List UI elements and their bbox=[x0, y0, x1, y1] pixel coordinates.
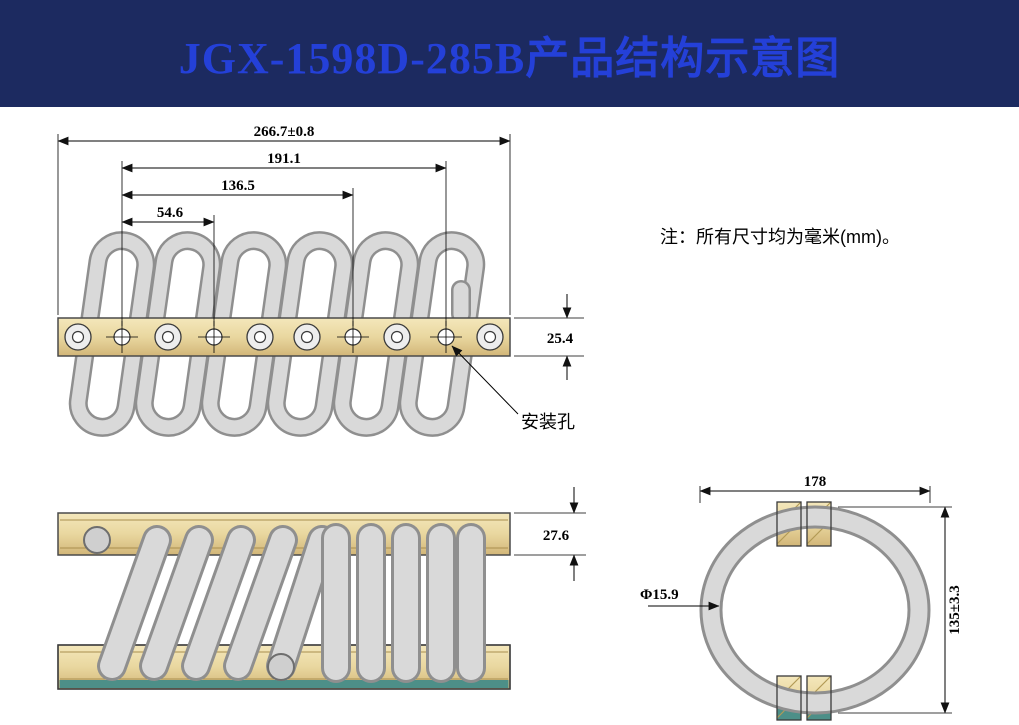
grommet-hole-large bbox=[383, 323, 411, 351]
bottom-bar-reflection bbox=[59, 680, 509, 688]
dimension-191: 191.1 bbox=[121, 151, 447, 326]
dim-label-178: 178 bbox=[804, 474, 827, 490]
units-note: 注：所有尺寸均为毫米(mm)。 bbox=[660, 227, 900, 247]
dim-label-136: 136.5 bbox=[221, 178, 255, 194]
front-view-drawing: 266.7±0.8 191.1 136.5 54.6 25.4 bbox=[57, 124, 584, 437]
mounting-hole-small bbox=[198, 321, 230, 353]
grommet-holes bbox=[64, 323, 504, 351]
grommet-hole-large bbox=[154, 323, 182, 351]
dim-label-191: 191.1 bbox=[267, 151, 301, 167]
dim-label-135: 135±3.3 bbox=[947, 585, 963, 634]
mounting-hole-small bbox=[106, 321, 138, 353]
mounting-hole-label: 安装孔 bbox=[521, 412, 575, 432]
coil-tubes bbox=[97, 523, 486, 683]
mounting-hole-callout: 安装孔 bbox=[451, 345, 575, 432]
dimension-54: 54.6 bbox=[121, 205, 215, 326]
clamp-outlines bbox=[776, 501, 832, 721]
wire-end-circle bbox=[267, 653, 295, 681]
side-view-drawing: 178 135±3.3 Φ15.9 bbox=[640, 474, 963, 721]
dimension-ring-height: 135±3.3 bbox=[838, 506, 963, 714]
wire-end-circle bbox=[83, 526, 111, 554]
grommet-hole-large bbox=[476, 323, 504, 351]
dimension-wire-diameter: Φ15.9 bbox=[640, 587, 720, 611]
dimension-top-bar-width: 27.6 bbox=[514, 487, 586, 581]
title-banner: JGX-1598D-285B产品结构示意图 bbox=[0, 0, 1019, 107]
dim-label-wire-dia: Φ15.9 bbox=[640, 587, 679, 603]
dim-label-overall: 266.7±0.8 bbox=[254, 124, 315, 140]
grommet-hole-large bbox=[293, 323, 321, 351]
mounting-holes bbox=[106, 321, 462, 353]
dimension-136: 136.5 bbox=[121, 178, 354, 326]
dim-label-bar-height: 25.4 bbox=[547, 331, 574, 347]
dimension-overall-length: 266.7±0.8 bbox=[57, 124, 511, 315]
dim-label-54: 54.6 bbox=[157, 205, 184, 221]
grommet-hole-large bbox=[64, 323, 92, 351]
dimension-bar-height: 25.4 bbox=[514, 294, 584, 380]
mounting-hole-small bbox=[430, 321, 462, 353]
dim-label-27: 27.6 bbox=[543, 528, 570, 544]
top-view-drawing: 27.6 bbox=[57, 487, 586, 690]
page-title: JGX-1598D-285B产品结构示意图 bbox=[178, 33, 841, 83]
dimension-ring-width: 178 bbox=[699, 474, 931, 503]
technical-drawing: 266.7±0.8 191.1 136.5 54.6 25.4 bbox=[57, 124, 963, 721]
mounting-hole-small bbox=[337, 321, 369, 353]
grommet-hole-large bbox=[246, 323, 274, 351]
